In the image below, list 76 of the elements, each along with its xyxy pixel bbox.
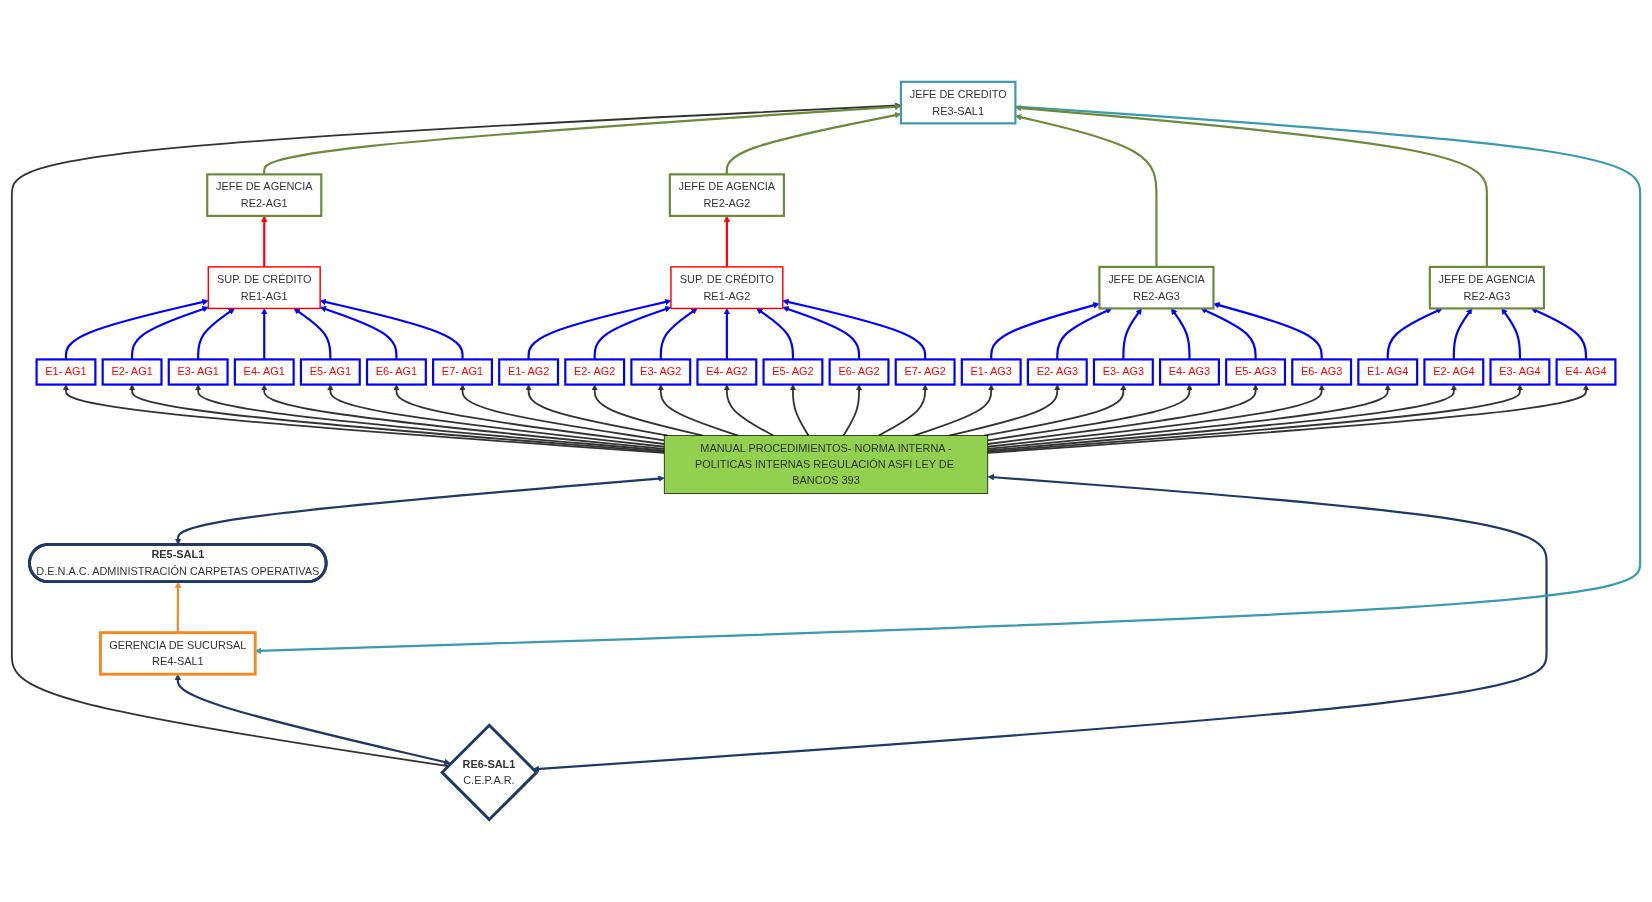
arrow: [1122, 308, 1142, 360]
arrow: [1386, 308, 1443, 360]
node-box: E2- AG4: [1423, 358, 1485, 386]
node-box: E1- AG4: [1357, 358, 1419, 386]
arrow: [756, 308, 795, 360]
arrow: [261, 384, 666, 451]
node-box: E2- AG1: [101, 358, 163, 386]
arrow: [782, 299, 927, 360]
arrow: [327, 384, 666, 448]
node-box: E2- AG2: [564, 358, 626, 386]
node-box: E2- AG3: [1026, 358, 1088, 386]
arrow: [986, 384, 1193, 442]
node-box: E6- AG3: [1291, 358, 1353, 386]
node-box: E5- AG2: [762, 358, 824, 386]
arrow: [319, 299, 464, 360]
arrow: [986, 384, 1259, 446]
node-box: E6- AG1: [365, 358, 427, 386]
arrow: [527, 299, 672, 360]
arrow: [659, 308, 698, 360]
arrow: [1501, 308, 1521, 360]
arrow: [990, 302, 1100, 360]
arrow: [723, 308, 731, 360]
node-box: E7- AG1: [432, 358, 493, 386]
node-box: SUP. DE CRÉDITO RE1-AG1: [207, 266, 321, 310]
arrow: [261, 308, 268, 360]
arrow: [293, 308, 332, 360]
node-box: SUP. DE CRÉDITO RE1-AG2: [670, 266, 784, 310]
arrow: [1452, 308, 1473, 360]
arrow: [789, 384, 810, 437]
arrow: [593, 306, 672, 360]
arrow: [1213, 302, 1323, 360]
node-box: E4- AG4: [1555, 358, 1617, 386]
node-box: E3- AG4: [1489, 358, 1551, 386]
arrow: [131, 306, 209, 360]
node-box: E5- AG1: [299, 358, 361, 386]
arrow: [393, 384, 666, 446]
node-box: JEFE DE AGENCIA RE2-AG1: [206, 173, 323, 218]
arrow: [877, 384, 929, 437]
arrow: [64, 299, 209, 360]
arrow: [532, 474, 1548, 773]
arrow: [1531, 308, 1588, 360]
node-box: JEFE DE CREDITO RE3-SAL1: [899, 81, 1017, 125]
arrow: [197, 308, 235, 360]
node-box: E1- AG3: [960, 358, 1022, 386]
node-box: E1- AG1: [35, 358, 97, 386]
arrow: [1056, 308, 1113, 360]
node-box: E7- AG2: [894, 358, 956, 386]
node-box: JEFE DE AGENCIA RE2-AG2: [668, 173, 785, 218]
arrow: [1015, 105, 1488, 268]
node-box: E5- AG3: [1225, 358, 1287, 386]
arrow: [842, 384, 863, 437]
arrow: [986, 384, 1325, 448]
node-box: E6- AG2: [828, 358, 890, 386]
node-box: E4- AG1: [233, 358, 295, 386]
arrow: [986, 384, 1391, 451]
node-box: E3- AG1: [167, 358, 229, 386]
node-box: GERENCIA DE SUCURSAL RE4-SAL1: [98, 631, 257, 676]
arrow: [459, 384, 666, 442]
node-box: E3- AG2: [630, 358, 692, 386]
node-box: JEFE DE AGENCIA RE2-AG3: [1428, 266, 1545, 310]
node-box: E4- AG2: [696, 358, 758, 386]
node-box: JEFE DE AGENCIA RE2-AG3: [1098, 266, 1215, 310]
arrow: [782, 306, 861, 360]
arrow: [319, 306, 398, 360]
node-diamond: RE6-SAL1 C.E.P.A.R.: [440, 723, 539, 822]
arrow: [983, 384, 1127, 437]
arrow: [1015, 114, 1158, 268]
arrow: [174, 582, 182, 633]
arrow: [1200, 308, 1257, 360]
node-box: E4- AG3: [1159, 358, 1220, 386]
node-box: MANUAL PROCEDIMIENTOS- NORMA INTERNA -POLITICAS INTERNAS REGULACIÓN ASFI LEY DE BANCOS 393: [663, 435, 989, 495]
node-box: E1- AG2: [498, 358, 560, 386]
arrow: [1171, 308, 1191, 360]
arrow: [723, 384, 775, 437]
node-box: E3- AG3: [1092, 358, 1154, 386]
arrow: [174, 674, 451, 766]
